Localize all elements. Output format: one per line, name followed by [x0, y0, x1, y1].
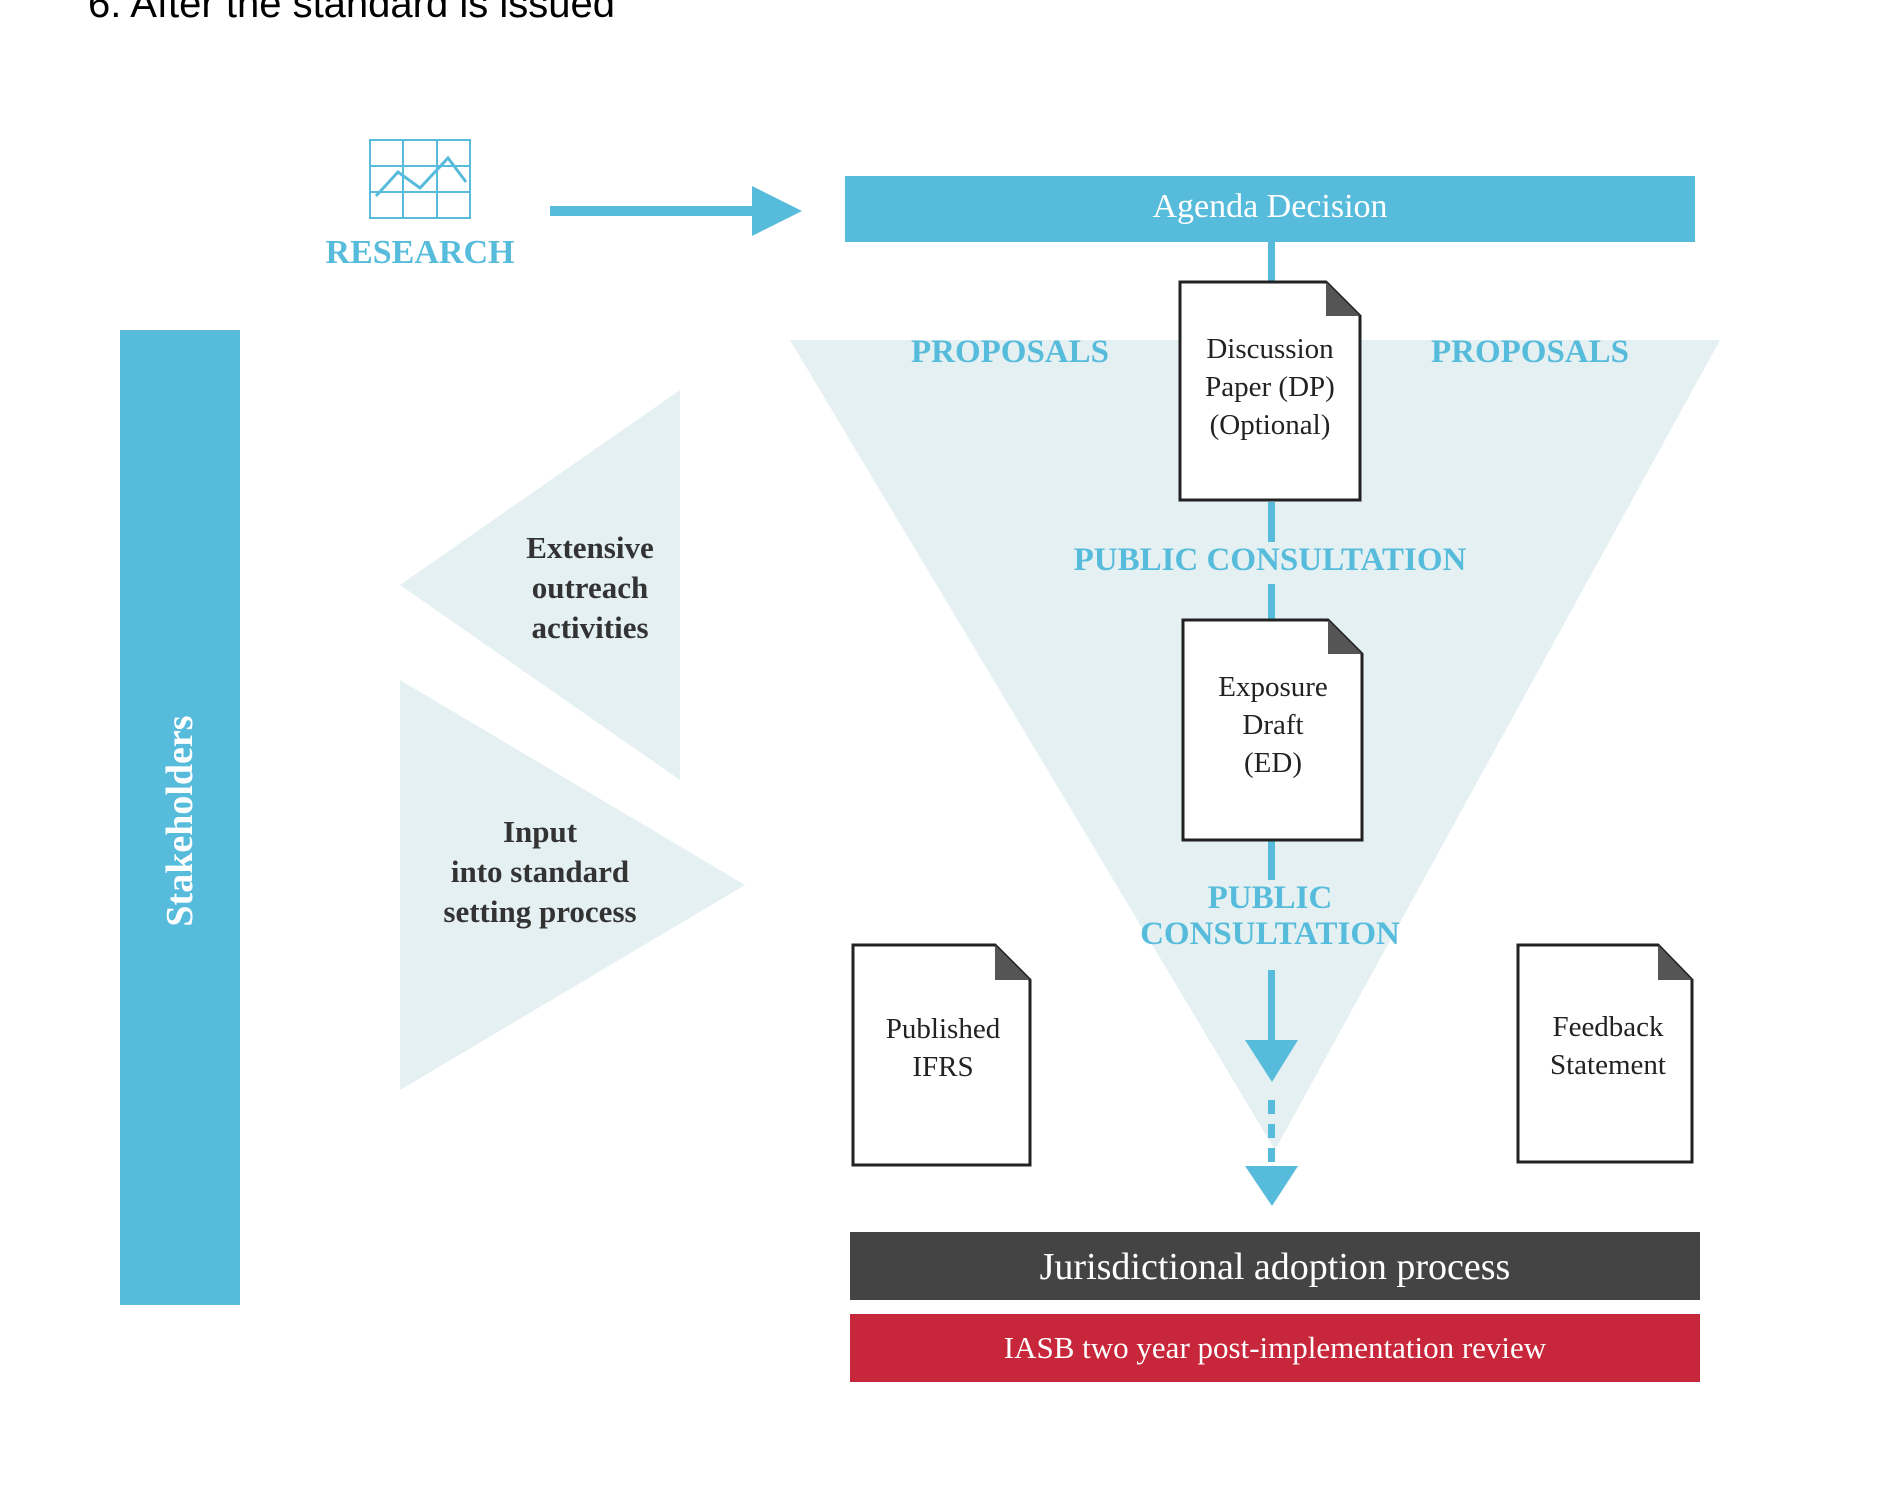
input-line-2: into standard: [450, 854, 630, 889]
discussion-paper-line-3: (Optional): [1209, 409, 1331, 441]
document-icon: [851, 943, 1032, 1167]
agenda-decision-bar: [845, 176, 1695, 242]
outreach-line-3: activities: [531, 610, 649, 645]
published-ifrs-line-1: Published: [885, 1013, 1001, 1045]
outreach-line-2: outreach: [531, 570, 649, 605]
document-icon: [1181, 618, 1364, 842]
outreach-arrow-shape: [400, 390, 680, 780]
public-consultation-label-2-line-2: CONSULTATION: [1140, 916, 1400, 952]
document-icon: [1178, 280, 1362, 502]
published-ifrs-line-2: IFRS: [912, 1051, 974, 1083]
flow-line-1: [1268, 242, 1275, 282]
flow-line-5: [1268, 970, 1275, 1048]
flow-arrowhead-1: [1245, 1040, 1298, 1082]
stakeholders-label: Stakeholders: [159, 715, 201, 927]
flow-line-2: [1268, 502, 1275, 542]
adoption-bar: [850, 1232, 1700, 1300]
exposure-draft-line-3: (ED): [1244, 747, 1302, 779]
slide-caption: 6. After the standard is issued: [88, 0, 615, 26]
input-line-3: setting process: [443, 894, 637, 929]
public-consultation-label-2-line-1: PUBLIC: [1207, 880, 1333, 916]
input-line-1: Input: [502, 814, 578, 849]
dash-3: [1268, 1148, 1275, 1162]
feedback-statement-line-1: Feedback: [1552, 1011, 1664, 1043]
document-icon: [1516, 943, 1694, 1164]
input-arrow-shape: [400, 680, 745, 1090]
public-consultation-label-1: PUBLIC CONSULTATION: [1073, 542, 1467, 578]
dash-2: [1268, 1124, 1275, 1138]
flow-arrowhead-2: [1245, 1166, 1298, 1206]
feedback-statement-line-2: Statement: [1550, 1049, 1666, 1081]
proposals-right-label: PROPOSALS: [1430, 334, 1630, 370]
review-bar: [850, 1314, 1700, 1382]
research-arrow: [550, 186, 802, 236]
research-label: RESEARCH: [325, 234, 515, 271]
exposure-draft-line-2: Draft: [1242, 709, 1304, 741]
adoption-bar-label: Jurisdictional adoption process: [1039, 1246, 1511, 1288]
dash-1: [1268, 1100, 1275, 1114]
chart-icon: [369, 139, 471, 219]
outreach-line-1: Extensive: [526, 530, 654, 565]
discussion-paper-line-2: Paper (DP): [1205, 371, 1335, 403]
exposure-draft-line-1: Exposure: [1218, 671, 1328, 703]
proposals-left-label: PROPOSALS: [910, 334, 1110, 370]
discussion-paper-line-1: Discussion: [1206, 333, 1334, 365]
stakeholders-bar: [120, 330, 240, 1305]
flow-line-4: [1268, 840, 1275, 880]
review-bar-label: IASB two year post-implementation review: [1003, 1330, 1547, 1365]
agenda-decision-label: Agenda Decision: [1152, 188, 1388, 225]
flow-line-3: [1268, 584, 1275, 620]
